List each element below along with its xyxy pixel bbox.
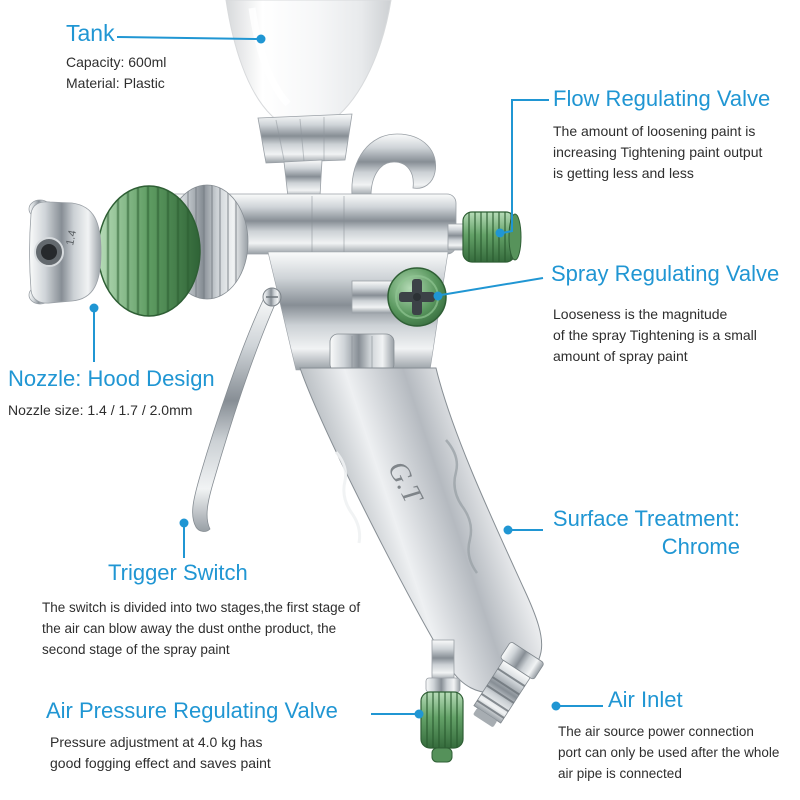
surface-treatment-title: Surface Treatment: Chrome — [540, 505, 740, 561]
spray-valve-title: Spray Regulating Valve — [551, 261, 780, 286]
nozzle-title: Nozzle: Hood Design — [8, 366, 215, 391]
flow-desc-line: increasing Tightening paint output — [553, 144, 763, 160]
spray-desc-line: amount of spray paint — [553, 348, 688, 364]
trigger-desc-line: The switch is divided into two stages,th… — [42, 600, 361, 615]
trigger-lever — [192, 287, 282, 532]
cup-collar — [257, 113, 353, 198]
trigger-desc-line: second stage of the spray paint — [42, 642, 230, 657]
air-pressure-desc-line: Pressure adjustment at 4.0 kg has — [50, 734, 263, 750]
air-inlet-fitting — [473, 642, 544, 727]
air-pressure-description: Pressure adjustment at 4.0 kg has good f… — [50, 732, 271, 774]
flow-desc-line: The amount of loosening paint is — [553, 123, 756, 139]
spray-desc-line: Looseness is the magnitude — [553, 306, 728, 322]
trigger-title: Trigger Switch — [108, 560, 248, 585]
flow-desc-line: is getting less and less — [553, 165, 694, 181]
tank-material: Material: Plastic — [66, 75, 165, 91]
nozzle-size-marking: 1.4 — [64, 229, 79, 246]
air-inlet-title: Air Inlet — [608, 687, 683, 712]
air-pressure-title: Air Pressure Regulating Valve — [46, 698, 338, 723]
air-cap: 1.4 — [28, 199, 102, 305]
tank-details: Capacity: 600ml Material: Plastic — [66, 52, 166, 94]
air-inlet-desc-line: The air source power connection — [558, 724, 754, 739]
flow-valve-title: Flow Regulating Valve — [553, 86, 771, 111]
surface-title-line1: Surface Treatment: — [552, 506, 740, 531]
hanging-hook — [351, 133, 437, 197]
tank-capacity: Capacity: 600ml — [66, 54, 167, 70]
flow-regulating-valve-knob — [447, 211, 522, 263]
spray-desc-line: of the spray Tightening is a small — [553, 327, 757, 343]
air-inlet-desc-line: air pipe is connected — [558, 766, 682, 781]
nozzle-ring-green — [97, 185, 201, 317]
air-inlet-description: The air source power connection port can… — [558, 721, 779, 784]
air-inlet-desc-line: port can only be used after the whole — [558, 745, 780, 760]
air-pressure-desc-line: good fogging effect and saves paint — [50, 755, 271, 771]
nozzle-size-text: Nozzle size: 1.4 / 1.7 / 2.0mm — [8, 402, 193, 418]
trigger-desc-line: the air can blow away the dust onthe pro… — [42, 621, 337, 636]
flow-valve-description: The amount of loosening paint is increas… — [553, 121, 762, 184]
surface-title-line2: Chrome — [661, 534, 740, 559]
tank-cup — [225, 0, 392, 129]
spray-valve-description: Looseness is the magnitude of the spray … — [553, 304, 757, 367]
air-pressure-valve-knob — [420, 639, 464, 763]
trigger-description: The switch is divided into two stages,th… — [42, 597, 360, 660]
tank-title: Tank — [66, 20, 115, 46]
spray-regulating-valve-knob — [351, 267, 447, 327]
